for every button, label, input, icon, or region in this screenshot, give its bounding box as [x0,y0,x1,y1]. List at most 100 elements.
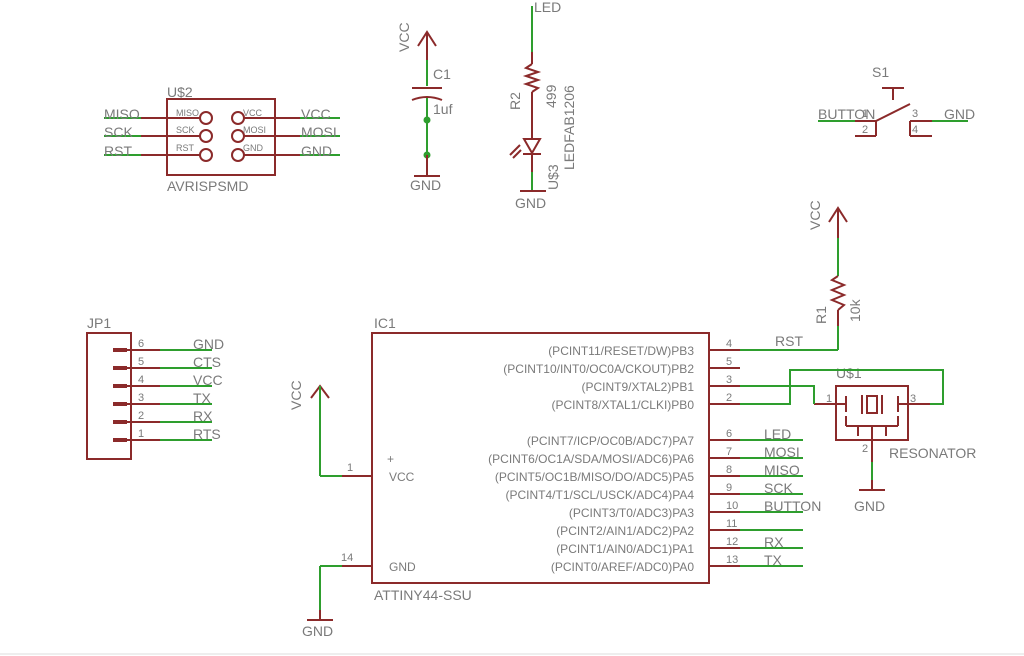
cap-value: 1uf [433,101,453,117]
resistor-icon [829,275,847,311]
ic1-pin-name: (PCINT7/ICP/OC0B/ADC7)PA7 [527,434,694,448]
jp1-ref: JP1 [87,315,111,331]
jp1-pin-icon [113,384,127,388]
jp1-pin-icon [113,348,127,352]
ic1-pin-name: (PCINT0/AREF/ADC0)PA0 [551,560,694,574]
jp1-pin-num: 6 [138,338,144,350]
jp1-pin-num: 2 [138,410,144,422]
ic1-pin-num: 1 [347,462,353,474]
isp-value: AVRISPSMD [167,178,248,194]
isp-pad-3 [199,129,213,143]
ic1-pin-name: VCC [389,470,415,484]
s1-ref: S1 [872,64,889,80]
isp-pin-label: MOSI [243,125,266,135]
ic1-pin-num: 2 [726,392,732,404]
u1-pin-num: 1 [826,393,832,405]
net-label-button: BUTTON [818,106,875,122]
ic1-pin-num: 14 [341,552,353,564]
xtal2-wire[interactable] [740,385,815,404]
ic1-pin-name: (PCINT6/OC1A/SDA/MOSI/ADC6)PA6 [488,452,694,466]
ic1-pin-num: 9 [726,482,732,494]
ic1-net-label: MOSI [764,444,800,460]
u3-ref: U$3 [545,164,561,190]
isp-pad-1 [199,111,213,125]
ic1-net-label: SCK [764,480,793,496]
switch-icon [875,103,911,122]
ic1-pin-name: (PCINT8/XTAL1/CLKI)PB0 [552,398,695,412]
resistor-icon [522,63,542,93]
r2-value: 499 [543,84,559,108]
ic1-pin-num: 8 [726,464,732,476]
capacitor-c1[interactable]: VCC C1 1uf GND [396,22,453,193]
ic1-pin-num: 6 [726,428,732,440]
led-net-label: LED [534,0,561,15]
cap-plate-bottom [411,96,443,101]
net-label-vcc: VCC [301,106,331,122]
ic1-net-label: BUTTON [764,498,821,514]
jp1-pin-num: 3 [138,392,144,404]
net-label-rst: RST [104,143,132,159]
switch-s1[interactable]: S1 1 2 3 4 BUTTON GND [818,64,975,137]
mcu-ic1[interactable]: IC1 ATTINY44-SSU VCC 1 + VCC GND 14 GND … [288,315,821,639]
isp-pin-label: RST [176,143,195,153]
isp-connector[interactable]: U$2 AVRISPSMD MISO SCK RST VCC MOSI GND … [104,84,340,194]
ic1-pin-num: 13 [726,554,738,566]
jp1-net-label: TX [193,390,212,406]
ic1-pin-name: (PCINT10/INT0/OC0A/CKOUT)PB2 [503,362,694,376]
ic1-pin-name: (PCINT11/RESET/DW)PB3 [548,344,694,358]
r2-ref: R2 [507,92,523,110]
ic1-pin-name: (PCINT9/XTAL2)PB1 [582,380,695,394]
u1-pin-num: 2 [862,443,868,455]
led-ray-icon [509,144,521,156]
led-gnd-label: GND [515,195,546,211]
jp1-body [86,332,132,460]
ic1-pin-name: GND [389,560,416,574]
led-ray-icon [512,149,522,159]
s1-pin-num: 1 [862,108,868,120]
r1-value: 10k [847,298,863,322]
resistor-r1[interactable]: VCC R1 10k [807,200,863,350]
ic1-pin-num: 11 [726,518,737,530]
jp1-pin-icon [113,402,127,406]
ic1-vcc-mark: + [387,452,394,466]
r1-ref: R1 [813,306,829,324]
xtal1-wire[interactable] [740,369,944,405]
ic1-pin-name: (PCINT1/AIN0/ADC1)PA1 [556,542,694,556]
ic1-pin-name: (PCINT5/OC1B/MISO/DO/ADC5)PA5 [495,470,694,484]
u1-ref: U$1 [836,365,862,381]
jp1-net-label: RTS [193,426,221,442]
ic1-pin-name: (PCINT2/AIN1/ADC2)PA2 [556,524,694,538]
r1-vcc-label: VCC [807,200,823,230]
ic1-pin-num: 10 [726,500,738,512]
s1-pin-num: 4 [912,124,918,136]
cap-vcc-label: VCC [396,22,412,52]
jp1-pin-num: 5 [138,356,144,368]
crystal-icon [866,395,878,414]
ic1-net-label: MISO [764,462,800,478]
cap-ref: C1 [433,66,451,82]
jp1-pin-icon [113,438,127,442]
jp1-pin-num: 4 [138,374,144,386]
net-label-mosi: MOSI [301,124,337,140]
jp1-net-label: RX [193,408,213,424]
isp-pin-label: SCK [176,125,195,135]
u1-gnd-net: GND [854,498,885,514]
net-label-gnd: GND [944,106,975,122]
ic1-pin-name: (PCINT3/T0/ADC3)PA3 [569,506,694,520]
ic1-net-label: RST [775,333,803,349]
jp1-net-label: CTS [193,354,221,370]
s1-pin-num: 3 [912,108,918,120]
jp1-pin-icon [113,420,127,424]
jp1-net-label: VCC [193,372,223,388]
resonator-u1[interactable]: U$1 1 2 3 RESONATOR GND [740,365,976,514]
ic1-pin-num: 5 [726,356,732,368]
u1-value: RESONATOR [889,445,976,461]
ic1-pin-num: 12 [726,536,738,548]
ic1-ref: IC1 [374,315,396,331]
cap-gnd-label: GND [410,177,441,193]
ic1-vcc-net: VCC [288,380,304,410]
led-branch[interactable]: LED R2 499 GND U$3 LEDFAB1206 [507,0,577,211]
ic1-pin-num: 7 [726,446,732,458]
